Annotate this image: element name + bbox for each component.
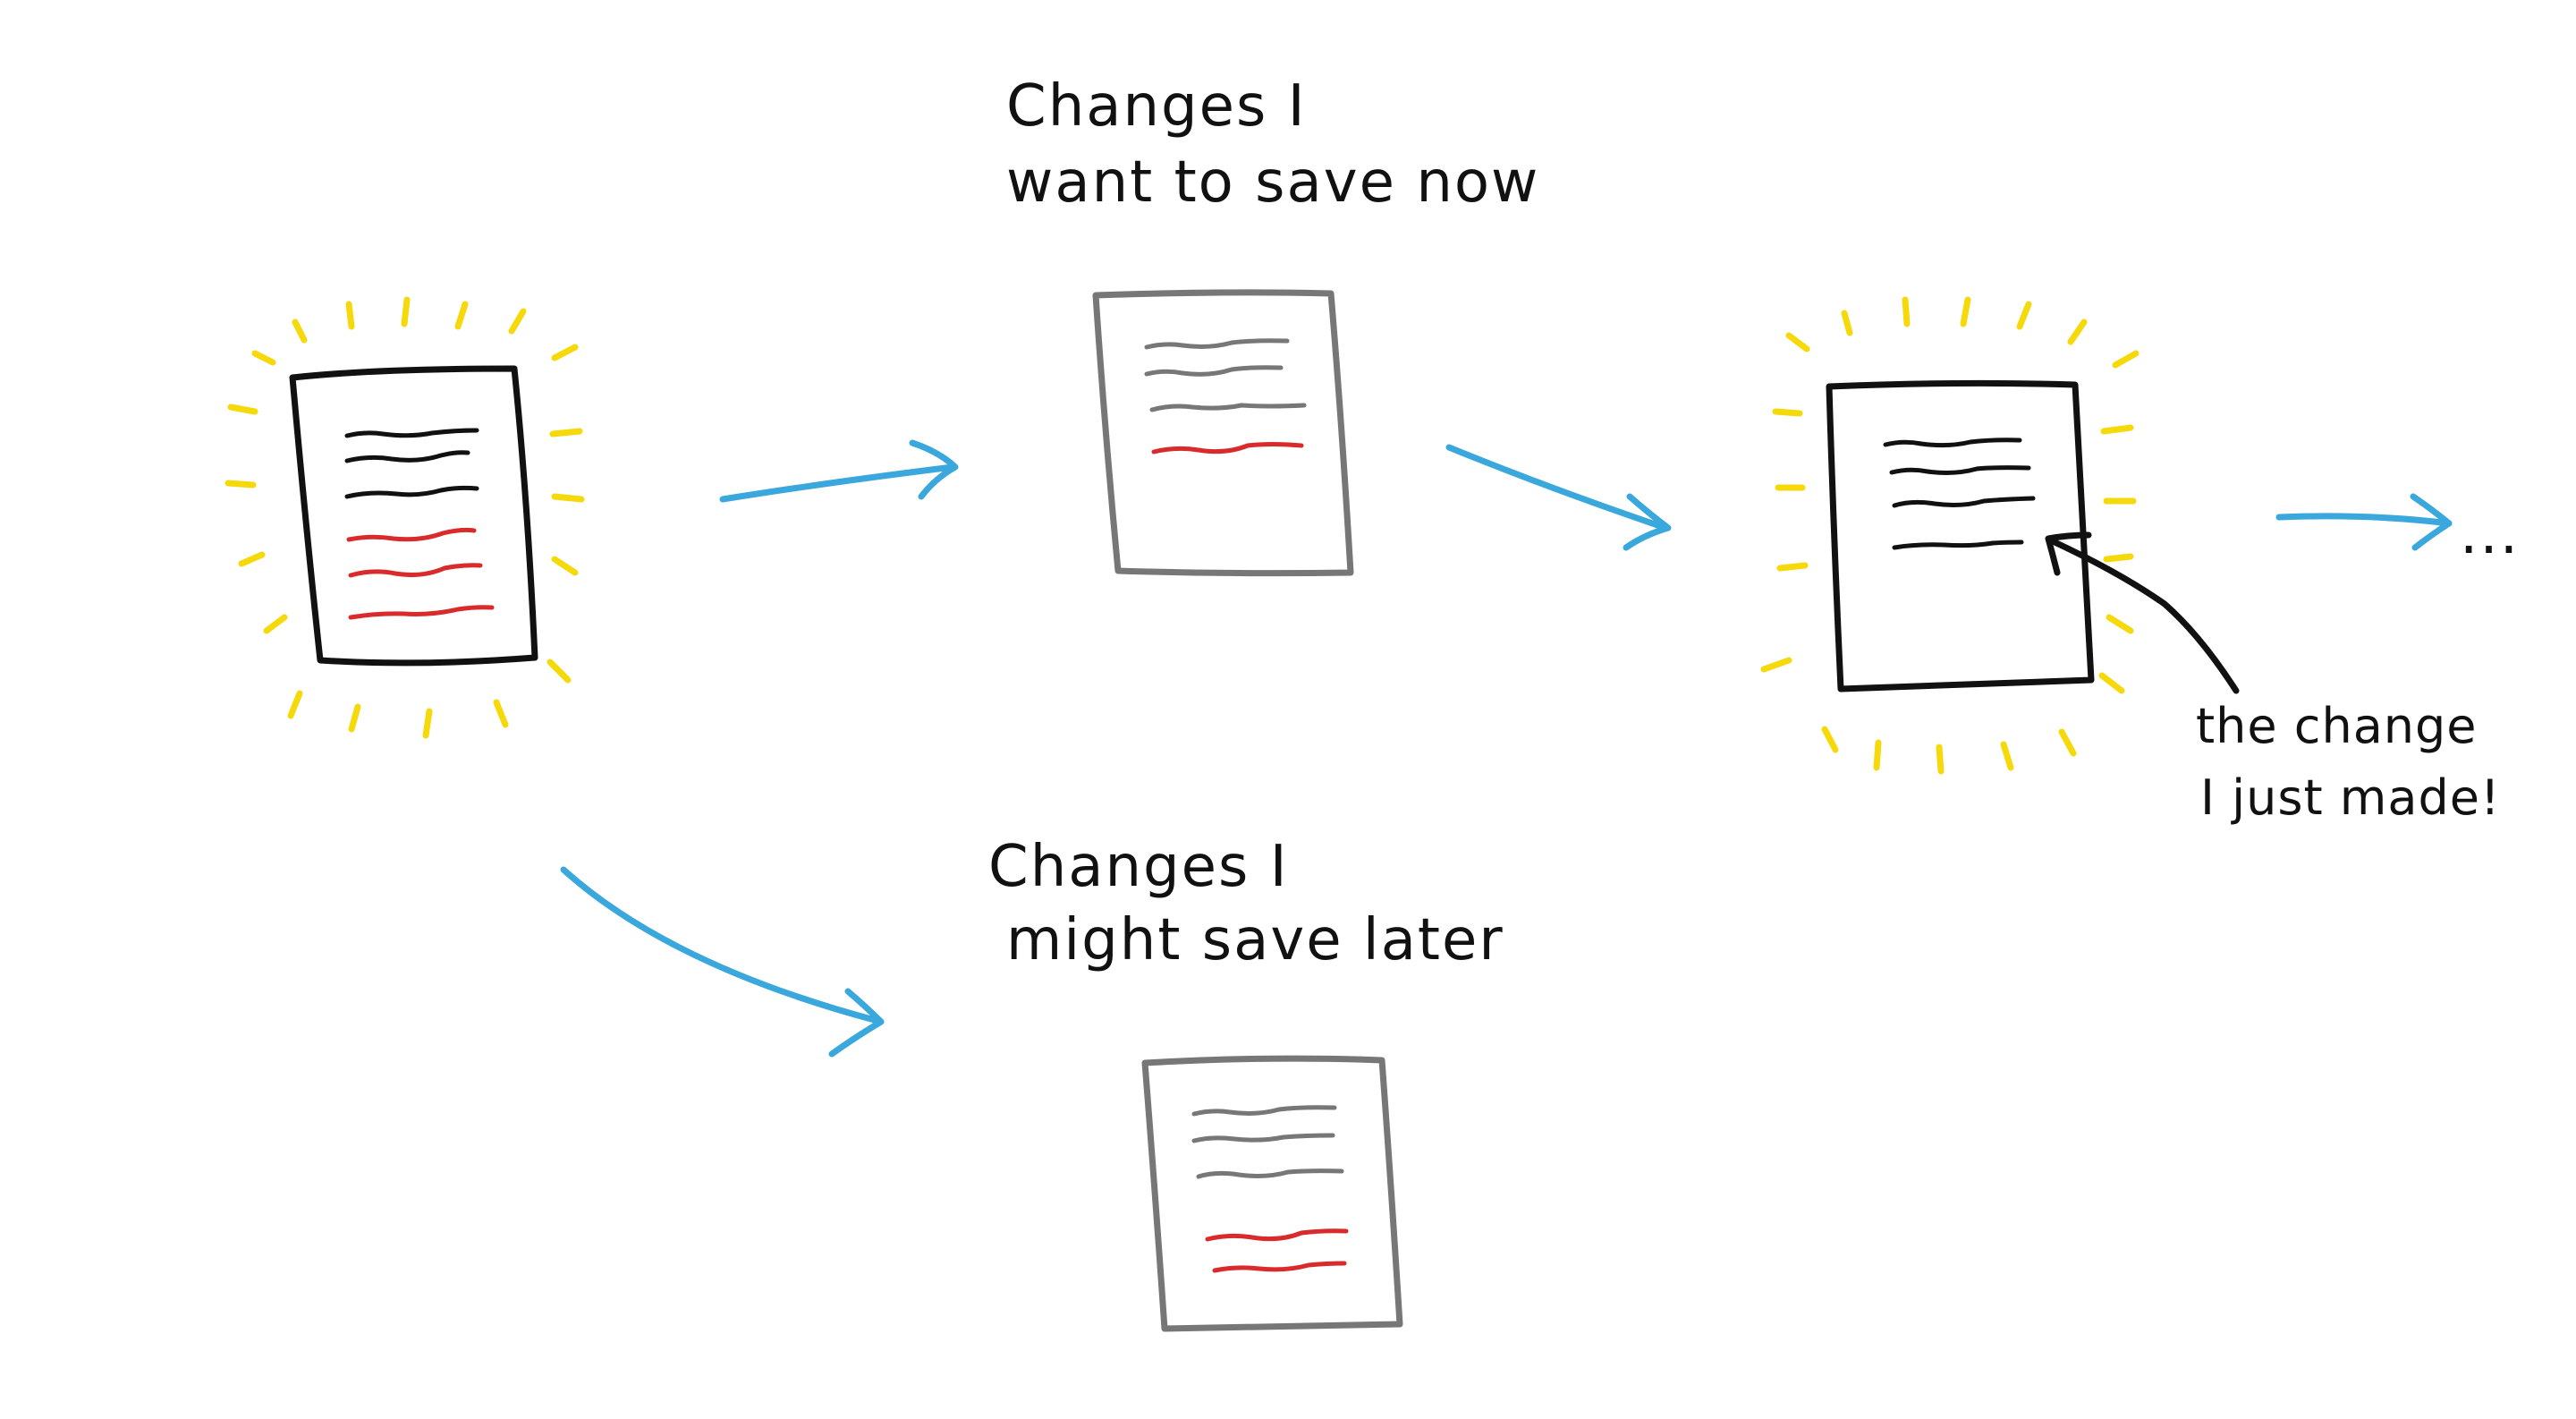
doc-save-now-lines bbox=[1144, 338, 1307, 455]
doc-save-later-lines bbox=[1191, 1105, 1349, 1273]
doc-committed-border bbox=[1826, 379, 2095, 693]
doc-save-later bbox=[1141, 1055, 1403, 1332]
label-save-later-line1: Changes I bbox=[988, 834, 1289, 900]
annotation-line1: the change bbox=[2196, 698, 2478, 754]
doc-save-now bbox=[1092, 289, 1354, 577]
doc-save-now-border bbox=[1092, 289, 1354, 577]
glow-rays-icon bbox=[1760, 296, 2140, 775]
arrow-right-icon bbox=[719, 439, 959, 503]
doc-committed-lines bbox=[1883, 438, 2036, 550]
label-save-later-line2: might save later bbox=[1006, 907, 1504, 973]
label-save-now-line2: want to save now bbox=[1006, 149, 1539, 216]
label-save-now-line1: Changes I bbox=[1006, 73, 1307, 140]
arrow-right-icon bbox=[1445, 444, 1672, 551]
doc-working bbox=[225, 296, 585, 739]
arrow-right-icon bbox=[2275, 493, 2453, 551]
doc-working-border bbox=[289, 365, 538, 667]
glow-rays-icon bbox=[225, 296, 585, 739]
doc-save-later-border bbox=[1141, 1055, 1403, 1332]
arrow-right-icon bbox=[560, 866, 885, 1058]
ellipsis-continuation: ... bbox=[2460, 501, 2520, 567]
pointer-arrow-icon bbox=[2045, 531, 2240, 694]
doc-committed bbox=[1760, 296, 2140, 775]
annotation-line2: I just made! bbox=[2200, 769, 2501, 826]
doc-working-lines bbox=[344, 428, 495, 620]
